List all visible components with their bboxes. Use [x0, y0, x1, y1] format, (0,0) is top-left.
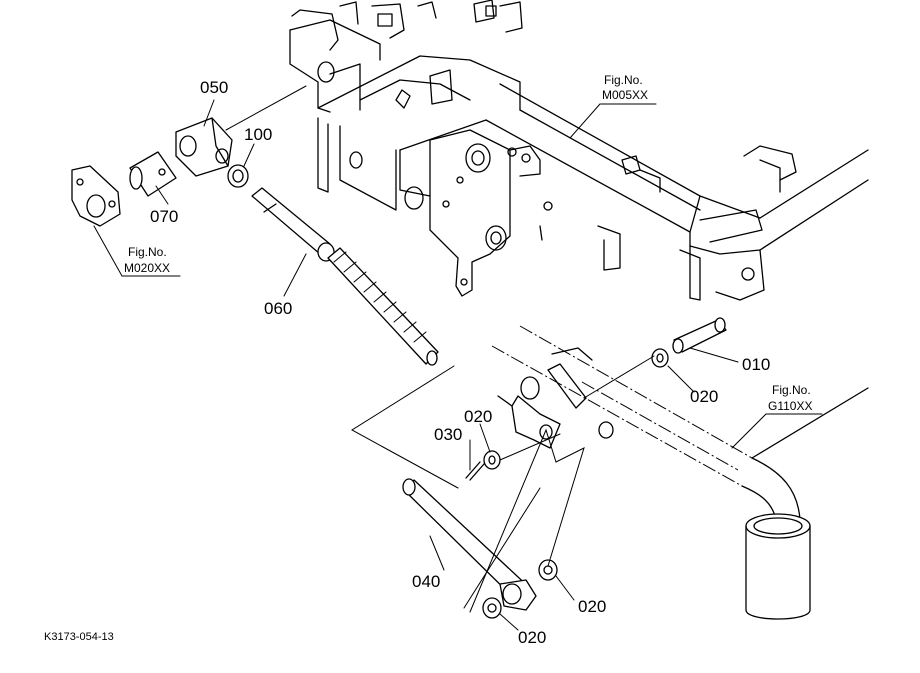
fig-ref-m005-line1: Fig.No.	[604, 73, 643, 87]
callout-100: 100	[244, 125, 272, 144]
mounting-plate	[71, 165, 121, 227]
fig-ref-m020-line2: M020XX	[124, 261, 170, 275]
callout-020-lower-right: 020	[578, 597, 606, 616]
part-020-washer-lower-right	[538, 559, 558, 581]
part-050-block	[175, 117, 233, 177]
lower-beam	[491, 325, 869, 620]
fig-ref-m005-line2: M005XX	[602, 88, 648, 102]
fig-ref-g110-line2: G110XX	[768, 399, 812, 413]
part-030-cotter-pin	[465, 461, 485, 481]
callout-030: 030	[434, 425, 462, 444]
callout-020-mid: 020	[464, 407, 492, 426]
callout-020-right: 020	[690, 387, 718, 406]
figure-references: Fig.No. M005XX Fig.No. M020XX Fig.No. G1…	[124, 73, 812, 413]
upper-frame	[289, 0, 869, 301]
part-020-washer-right	[651, 348, 669, 368]
fig-ref-g110-line1: Fig.No.	[772, 383, 811, 397]
part-070-sleeve	[129, 151, 177, 197]
fig-ref-m020-line1: Fig.No.	[128, 245, 167, 259]
callouts: 050 100 070 060 010 020 020 030 040 020 …	[150, 78, 770, 647]
part-060-threaded-rod	[251, 187, 439, 366]
callout-020-bottom: 020	[518, 628, 546, 647]
callout-060: 060	[264, 299, 292, 318]
callout-040: 040	[412, 572, 440, 591]
part-020-washer-bottom	[482, 597, 502, 619]
part-040-rod	[402, 478, 537, 611]
assembly-lines	[225, 85, 655, 613]
drawing-code: K3173-054-13	[44, 631, 114, 643]
part-020-washer-mid	[483, 450, 501, 470]
part-100-bushing	[227, 164, 249, 188]
callout-010: 010	[742, 355, 770, 374]
callout-050: 050	[200, 78, 228, 97]
callout-070: 070	[150, 207, 178, 226]
leader-lines	[93, 99, 823, 631]
part-010-pin	[672, 317, 727, 354]
